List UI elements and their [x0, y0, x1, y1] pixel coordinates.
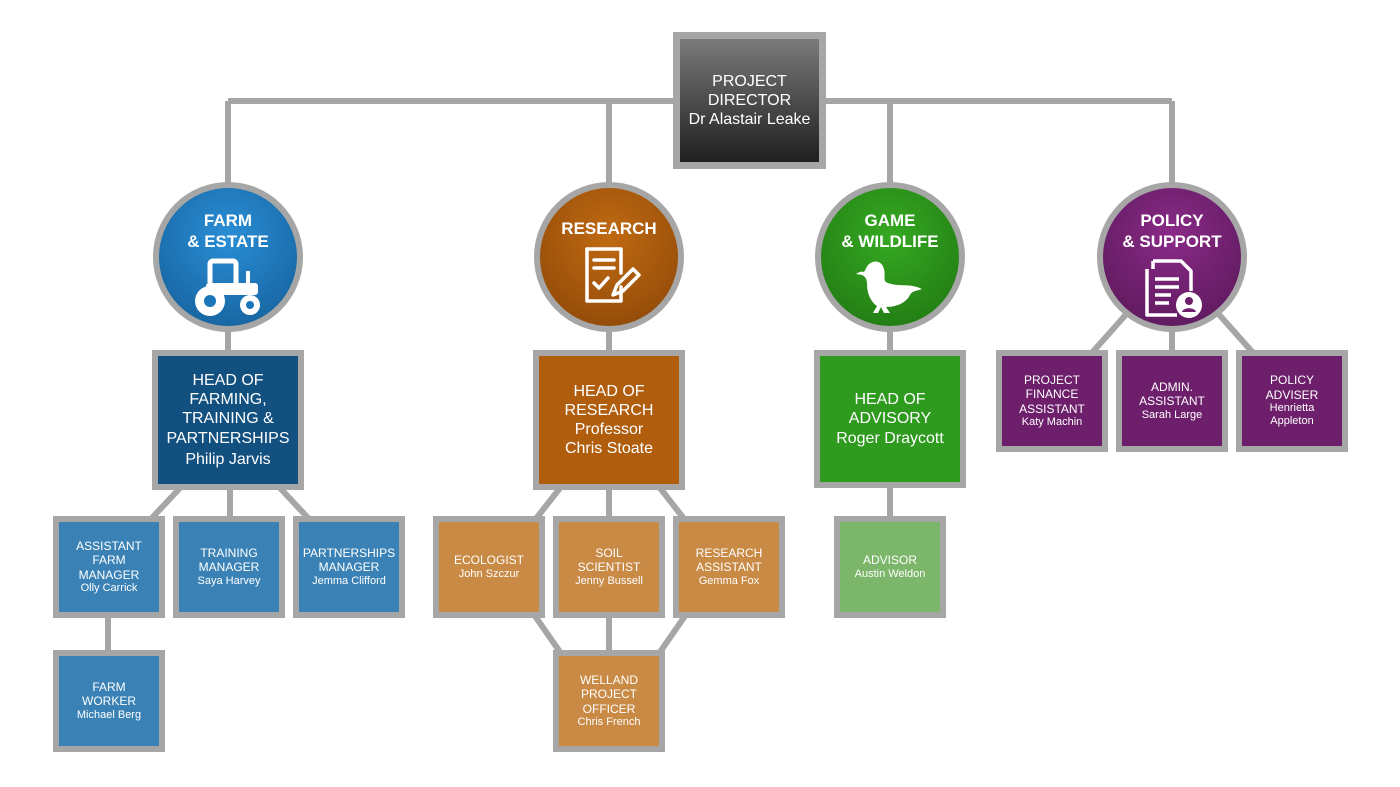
policy-support-circle: POLICY & SUPPORT [1097, 182, 1247, 332]
assistant-farm-manager-box: ASSISTANT FARM MANAGER Olly Carrick [53, 516, 165, 618]
research-assistant-title: RESEARCH ASSISTANT [695, 546, 763, 575]
head-advisory-box: HEAD OF ADVISORY Roger Draycott [814, 350, 966, 488]
advisor-box: ADVISOR Austin Weldon [834, 516, 946, 618]
head-advisory-title: HEAD OF ADVISORY [848, 391, 932, 428]
policy-support-label: POLICY & SUPPORT [1122, 211, 1222, 252]
training-manager-title: TRAINING MANAGER [198, 546, 260, 575]
farm-estate-label: FARM & ESTATE [187, 211, 269, 252]
game-wildlife-circle: GAME & WILDLIFE [815, 182, 965, 332]
document-pen-icon [585, 247, 641, 303]
director-name: Dr Alastair Leake [688, 111, 811, 129]
soil-scientist-name: Jenny Bussell [575, 574, 643, 587]
research-circle: RESEARCH [534, 182, 684, 332]
partnerships-manager-box: PARTNERSHIPS MANAGER Jemma Clifford [293, 516, 405, 618]
head-research-name: Professor Chris Stoate [564, 421, 654, 458]
training-manager-name: Saya Harvey [197, 574, 261, 587]
advisor-name: Austin Weldon [854, 567, 926, 580]
partnerships-manager-title: PARTNERSHIPS MANAGER [302, 546, 396, 575]
policy-adviser-title: POLICY ADVISER [1265, 373, 1319, 402]
assistant-farm-manager-title: ASSISTANT FARM MANAGER [76, 538, 142, 582]
ecologist-title: ECOLOGIST [453, 553, 524, 568]
finance-assistant-box: PROJECT FINANCE ASSISTANT Katy Machin [996, 350, 1108, 452]
soil-scientist-title: SOIL SCIENTIST [577, 546, 641, 575]
finance-assistant-name: Katy Machin [1021, 415, 1083, 428]
policy-adviser-box: POLICY ADVISER Henrietta Appleton [1236, 350, 1348, 452]
head-farming-box: HEAD OF FARMING, TRAINING & PARTNERSHIPS… [152, 350, 304, 490]
tractor-icon [195, 258, 260, 316]
research-label: RESEARCH [561, 219, 657, 238]
game-wildlife-label: GAME & WILDLIFE [841, 211, 939, 252]
head-research-title: HEAD OF RESEARCH [564, 382, 654, 419]
advisor-title: ADVISOR [862, 553, 917, 568]
user-document-icon [1145, 258, 1202, 318]
soil-scientist-box: SOIL SCIENTIST Jenny Bussell [553, 516, 665, 618]
welland-officer-box: WELLAND PROJECT OFFICER Chris French [553, 650, 665, 752]
director-title: PROJECT DIRECTOR [707, 72, 792, 109]
assistant-farm-manager-name: Olly Carrick [80, 581, 138, 594]
admin-assistant-box: ADMIN. ASSISTANT Sarah Large [1116, 350, 1228, 452]
welland-officer-name: Chris French [577, 715, 641, 728]
research-assistant-box: RESEARCH ASSISTANT Gemma Fox [673, 516, 785, 618]
ecologist-name: John Szczur [458, 567, 520, 580]
farm-worker-name: Michael Berg [76, 708, 142, 721]
head-advisory-name: Roger Draycott [836, 429, 944, 447]
head-farming-name: Philip Jarvis [185, 450, 271, 468]
ecologist-box: ECOLOGIST John Szczur [433, 516, 545, 618]
head-research-box: HEAD OF RESEARCH Professor Chris Stoate [533, 350, 685, 490]
farm-worker-title: FARM WORKER [82, 680, 136, 709]
research-assistant-name: Gemma Fox [698, 574, 760, 587]
director-box: PROJECT DIRECTOR Dr Alastair Leake [673, 32, 826, 169]
finance-assistant-title: PROJECT FINANCE ASSISTANT [1019, 372, 1085, 416]
admin-assistant-name: Sarah Large [1141, 408, 1203, 421]
head-farming-title: HEAD OF FARMING, TRAINING & PARTNERSHIPS [166, 372, 290, 447]
admin-assistant-title: ADMIN. ASSISTANT [1139, 380, 1205, 409]
partridge-icon [856, 261, 922, 313]
farm-worker-box: FARM WORKER Michael Berg [53, 650, 165, 752]
farm-estate-circle: FARM & ESTATE [153, 182, 303, 332]
policy-adviser-name: Henrietta Appleton [1269, 402, 1315, 428]
partnerships-manager-name: Jemma Clifford [312, 574, 386, 587]
training-manager-box: TRAINING MANAGER Saya Harvey [173, 516, 285, 618]
welland-officer-title: WELLAND PROJECT OFFICER [579, 672, 638, 716]
